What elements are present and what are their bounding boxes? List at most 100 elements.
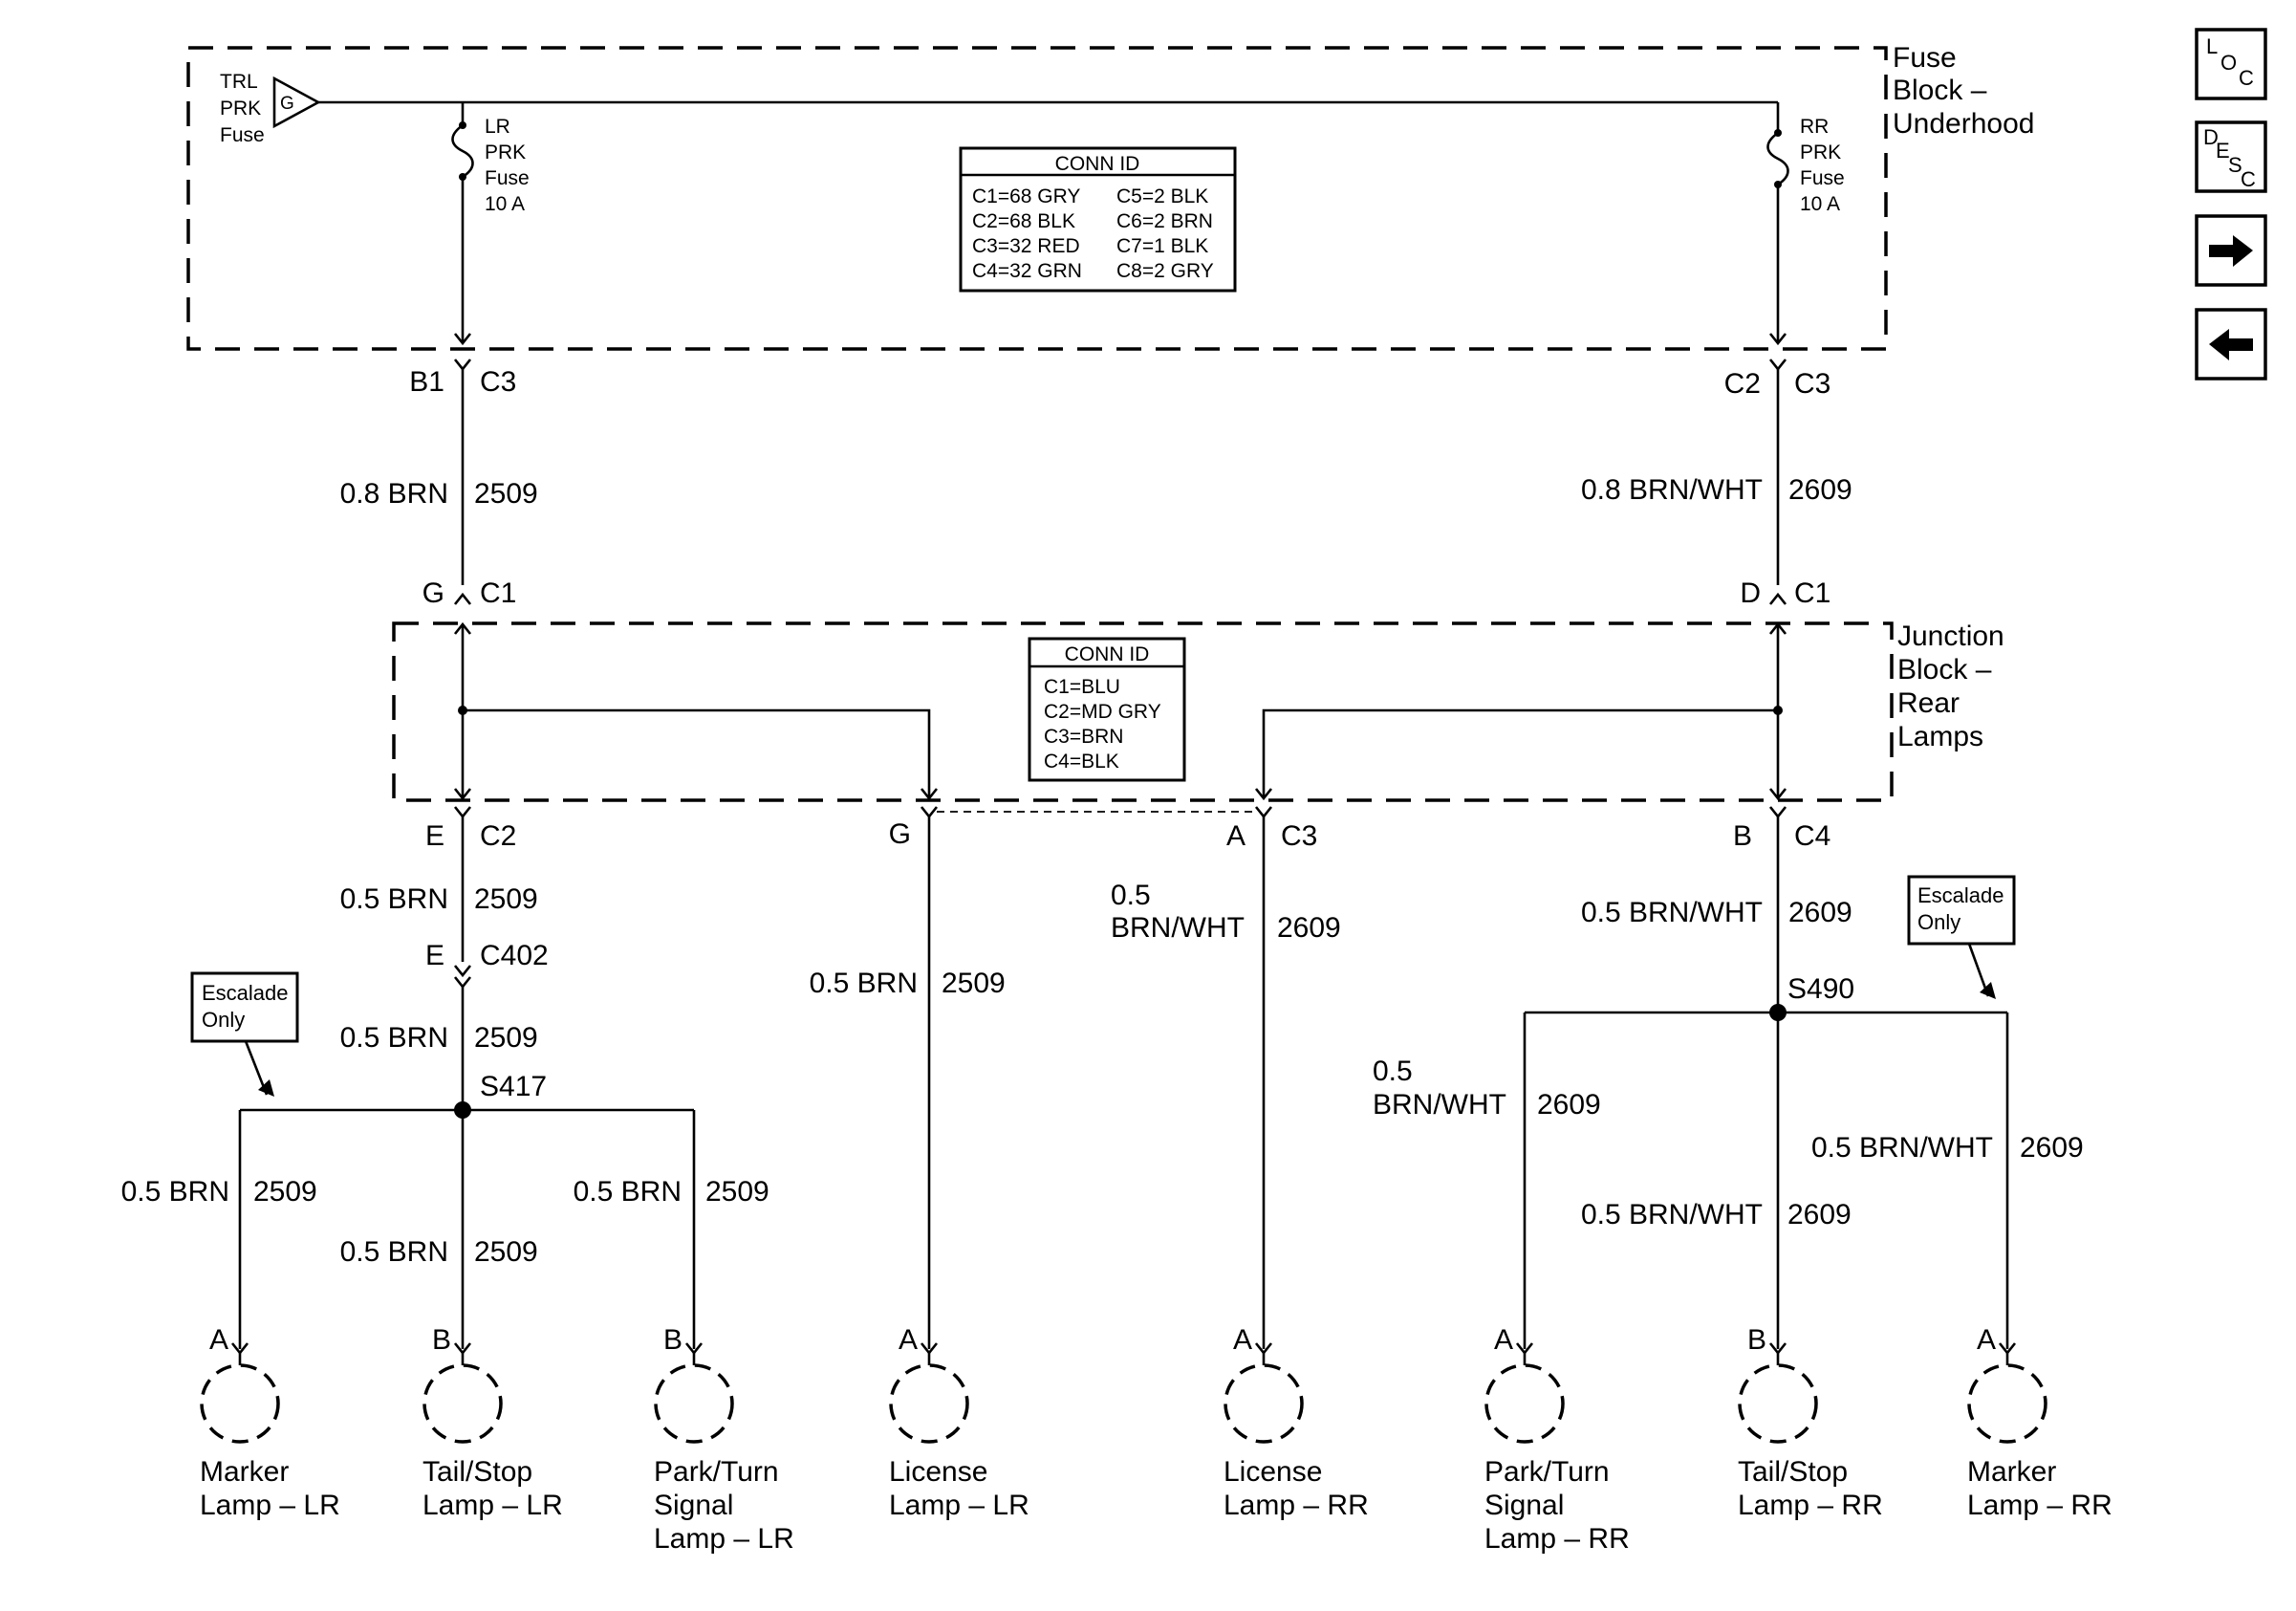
desc-d: D <box>2203 125 2219 149</box>
w8-circuit-label: 2509 <box>253 1176 317 1208</box>
a-c3-conn-label: C3 <box>1281 820 1317 852</box>
w10-circuit-label: 2509 <box>705 1176 769 1208</box>
trl-fuse-g-label: G <box>280 94 294 114</box>
connector-c2-c3 <box>1768 359 1787 372</box>
c2-conn-label: C3 <box>1794 368 1830 400</box>
escalade-right-line-1: Escalade <box>1917 883 2004 907</box>
fuse-block-title: Fuse <box>1893 42 1957 74</box>
arrow-right-icon <box>2209 235 2253 267</box>
w11-circuit-label: 2609 <box>1537 1089 1601 1121</box>
loc-c: C <box>2239 66 2254 90</box>
w3-circuit-label: 2509 <box>474 883 538 915</box>
rr-prk-fuse <box>1766 102 1789 346</box>
fuse-block-title-2: Block – <box>1893 75 1987 106</box>
w2-circuit-label: 2609 <box>1788 474 1852 506</box>
lr-prk-fuse <box>451 102 474 346</box>
fuse-conn-id-c3: C3=32 RED <box>972 235 1080 257</box>
lamp-name-line1: Tail/Stop <box>1738 1456 1848 1488</box>
fuse-block-outline <box>186 46 1888 351</box>
loc-o: O <box>2220 51 2237 75</box>
rr-fuse-label-4: 10 A <box>1800 193 1840 215</box>
next-page-button[interactable] <box>2195 214 2267 287</box>
w11-gauge-label-2: BRN/WHT <box>1373 1089 1506 1121</box>
lamp-pin-label: B <box>1747 1324 1766 1356</box>
junction-conn-id-table <box>1028 637 1186 782</box>
w4-gauge-label: 0.5 BRN <box>340 1022 448 1054</box>
lamp-pin-label: A <box>209 1324 228 1356</box>
prev-page-button[interactable] <box>2195 308 2267 381</box>
junction-block-title-3: Rear <box>1897 687 1960 719</box>
w2-gauge-label: 0.8 BRN/WHT <box>1581 474 1763 506</box>
lamp-name-line2: Lamp – LR <box>889 1490 1029 1521</box>
lamp-name-line2: Signal <box>1484 1490 1564 1521</box>
lamp-bulb-icon <box>889 1363 969 1444</box>
desc-button[interactable]: D E S C <box>2195 120 2267 193</box>
w12-gauge-label: 0.5 BRN/WHT <box>1581 1199 1763 1230</box>
junction-block-title: Junction <box>1897 620 2004 652</box>
a-c3-pin-label: A <box>1226 820 1245 852</box>
lamp-bulb-icon <box>1224 1363 1304 1444</box>
loc-l: L <box>2206 34 2218 58</box>
loc-button[interactable]: L O C <box>2195 28 2267 100</box>
lamp-name-line3: Lamp – LR <box>654 1523 794 1555</box>
lamp-pin-label: B <box>432 1324 451 1356</box>
d-c1-pin-label: D <box>1740 577 1761 609</box>
g-c1-conn-label: C1 <box>480 577 516 609</box>
trl-fuse-symbol <box>272 76 321 129</box>
w9-gauge-label: 0.5 BRN <box>340 1236 448 1268</box>
lamp-name-line3: Lamp – RR <box>1484 1523 1630 1555</box>
lamp-name-line2: Lamp – RR <box>1738 1490 1883 1521</box>
b1-pin-label: B1 <box>409 366 444 398</box>
c402-conn-label: C402 <box>480 940 549 971</box>
fuse-conn-id-c6: C6=2 BRN <box>1116 210 1213 232</box>
fuse-conn-id-title: CONN ID <box>1055 153 1140 175</box>
b-c4-pin-label: B <box>1733 820 1752 852</box>
connector-e-c2 <box>453 806 472 819</box>
fuse-conn-id-c7: C7=1 BLK <box>1116 235 1208 257</box>
w3-gauge-label: 0.5 BRN <box>340 883 448 915</box>
b-c4-conn-label: C4 <box>1794 820 1830 852</box>
g-c1-pin-label: G <box>422 577 444 609</box>
s417-label: S417 <box>480 1071 547 1102</box>
fuse-block-conn-id-table <box>959 146 1237 293</box>
lamp-name-line1: Marker <box>1967 1456 2056 1488</box>
w9-circuit-label: 2509 <box>474 1236 538 1268</box>
escalade-right-line-2: Only <box>1917 910 1960 934</box>
arrow-left-icon <box>2209 329 2253 360</box>
w5-circuit-label: 2509 <box>942 968 1006 999</box>
lamp-bulb-icon <box>1484 1363 1565 1444</box>
lamp-pin-label: A <box>1494 1324 1513 1356</box>
lamp-name-line2: Signal <box>654 1490 733 1521</box>
lr-fuse-label-1: LR <box>485 116 510 138</box>
desc-e: E <box>2216 139 2230 163</box>
lamp-pin-label: A <box>1977 1324 1996 1356</box>
fuse-conn-id-c5: C5=2 BLK <box>1116 185 1208 207</box>
trl-label-3: Fuse <box>220 124 265 146</box>
lamp-name-line2: Lamp – LR <box>422 1490 563 1521</box>
lamp-name-line1: Tail/Stop <box>422 1456 532 1488</box>
lamp-name-line2: Lamp – RR <box>1967 1490 2112 1521</box>
rr-fuse-label-1: RR <box>1800 116 1829 138</box>
w7-circuit-label: 2609 <box>1788 897 1852 928</box>
connector-g-c2 <box>920 806 939 819</box>
w7-gauge-label: 0.5 BRN/WHT <box>1581 897 1763 928</box>
w6-circuit-label: 2609 <box>1277 912 1341 944</box>
lamp-name-line2: Lamp – LR <box>200 1490 340 1521</box>
escalade-only-note-right <box>1907 875 2016 999</box>
w6-gauge-label-2: BRN/WHT <box>1111 912 1245 944</box>
w6-gauge-label-1: 0.5 <box>1111 880 1151 911</box>
escalade-left-line-1: Escalade <box>202 981 289 1005</box>
lamp-bulb-icon <box>1967 1363 2047 1444</box>
lamp-name-line1: Marker <box>200 1456 289 1488</box>
w1-gauge-label: 0.8 BRN <box>340 478 448 510</box>
lr-fuse-label-4: 10 A <box>485 193 525 215</box>
connector-c402 <box>453 965 472 990</box>
escalade-only-note-left <box>190 971 299 1097</box>
